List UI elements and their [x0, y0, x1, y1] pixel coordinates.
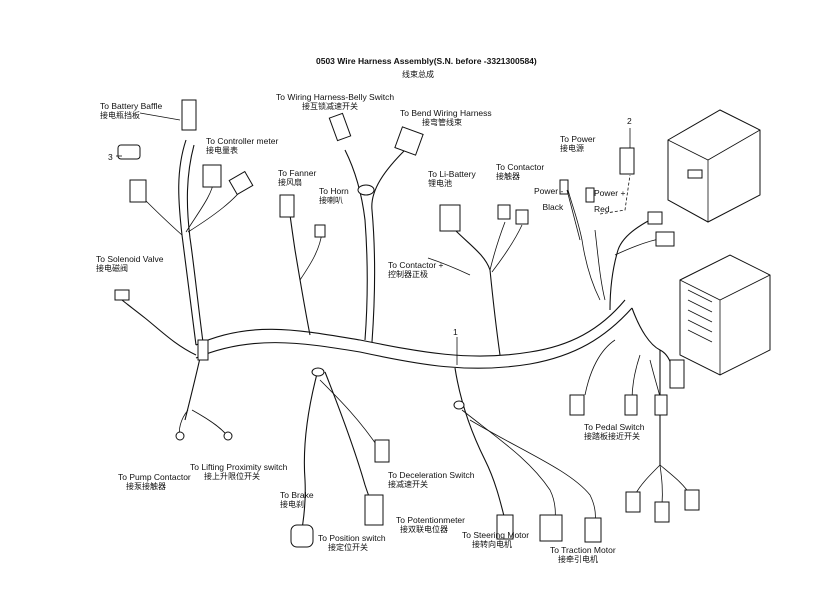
label-power-plus: Power +Red: [594, 188, 626, 214]
lower-left-branch: [299, 369, 319, 541]
right-branch: [609, 219, 651, 311]
li-battery-branch: [454, 229, 501, 356]
label-contactor-plus: To Contactor +控制器正极: [388, 260, 444, 279]
motor-controller-unit: [679, 254, 771, 376]
callout-2: 2: [627, 116, 632, 126]
pump-branch: [184, 357, 201, 421]
controller-meter-unit: [667, 109, 761, 223]
diagram-title-zh: 线束总成: [402, 70, 434, 79]
belly-branch: [344, 149, 368, 341]
fanner-branch: [287, 199, 311, 336]
fuse: [619, 147, 635, 175]
battery-baffle-connector: [181, 99, 197, 131]
pedal-branch: [631, 307, 674, 386]
steering-branch: [454, 367, 506, 521]
solenoid-branch: [121, 299, 197, 356]
left-branch: [178, 139, 197, 346]
clamp: [197, 339, 209, 361]
callout-1: 1: [453, 327, 458, 337]
label-power-minus: Power -Black: [534, 186, 564, 212]
diagram-title: 0503 Wire Harness Assembly(S.N. before -…: [316, 56, 537, 66]
main-trunk: [195, 299, 626, 357]
callout-3: 3: [108, 152, 113, 162]
